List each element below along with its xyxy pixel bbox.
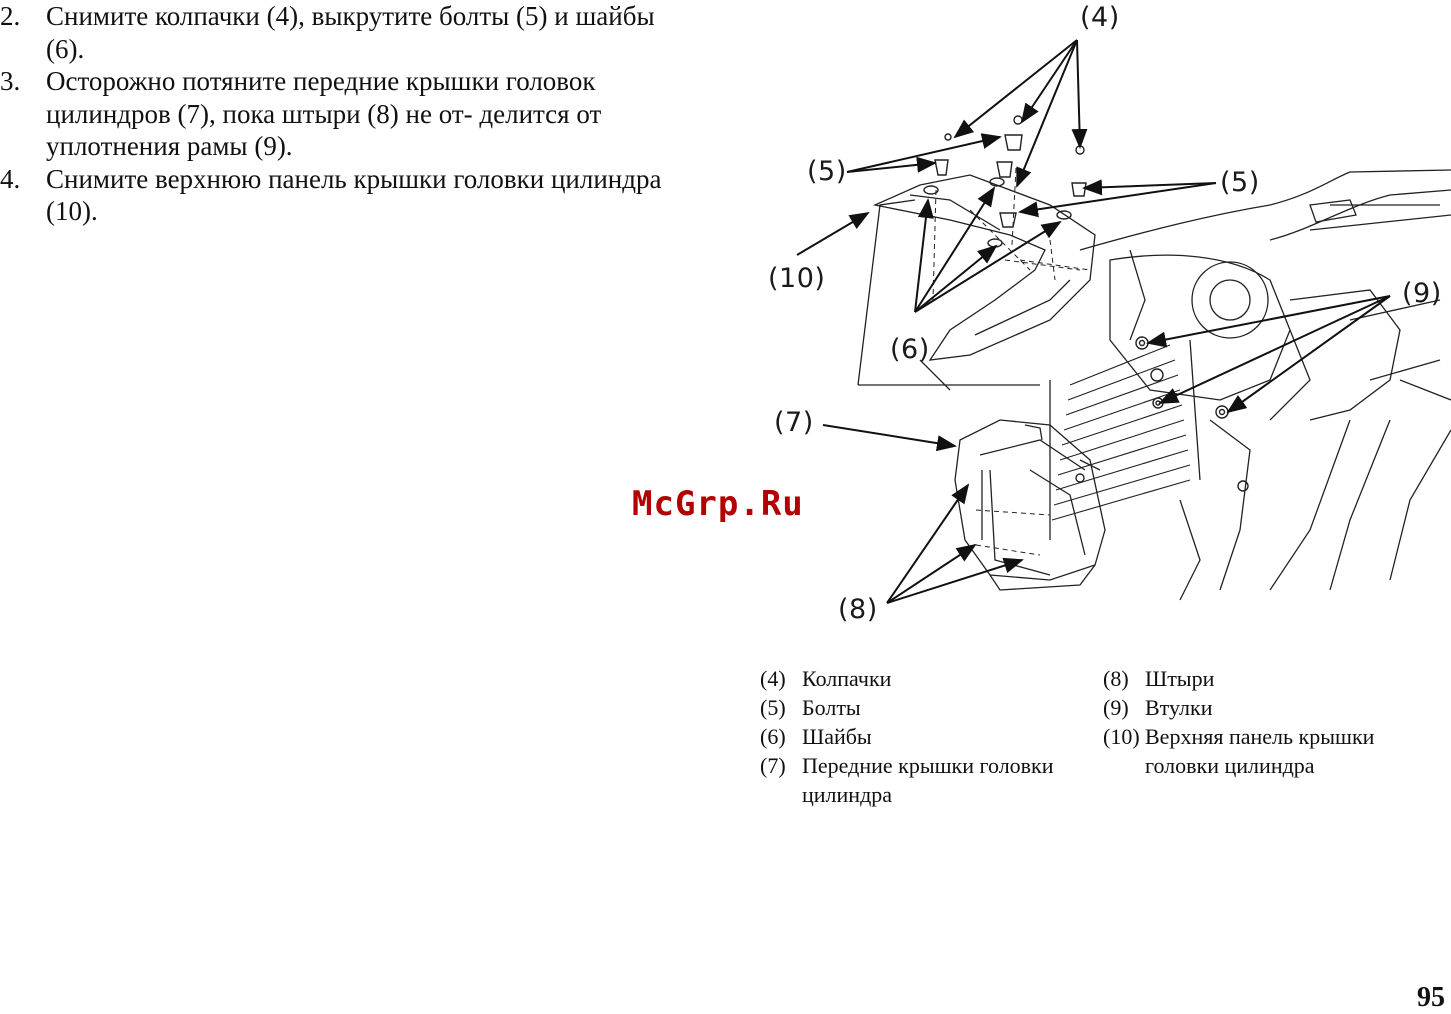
line-drawing xyxy=(796,39,1451,604)
step-number: 4. xyxy=(0,163,21,194)
legend-item: (6) Шайбы xyxy=(760,724,872,749)
legend-item: (10) Верхняя панель крышки головки цилин… xyxy=(1103,724,1375,778)
callout-7-front-covers: (7) xyxy=(774,407,814,438)
legend-left: (4) Колпачки (5) Болты (6) Шайбы (7) Пер… xyxy=(760,664,1100,809)
legend-item: (8) Штыри xyxy=(1103,666,1215,691)
page-number: 95 xyxy=(1417,982,1445,1013)
step-text: Снимите колпачки (4), выкрутите болты (5… xyxy=(46,1,655,64)
callout-5-bolts-right: (5) xyxy=(1220,167,1260,198)
step-text: Осторожно потяните передние крышки голов… xyxy=(46,66,602,161)
callout-10-upper-panel: (10) xyxy=(768,263,826,294)
step-2: 2. Снимите колпачки (4), выкрутите болты… xyxy=(0,0,700,65)
callout-9-bushings: (9) xyxy=(1402,278,1442,309)
step-number: 2. xyxy=(0,1,21,31)
callout-4-caps: (4) xyxy=(1080,2,1120,33)
step-3: 3. Осторожно потяните передние крышки го… xyxy=(0,65,700,163)
callout-6-washers: (6) xyxy=(890,334,930,365)
step-4: 4. Снимите верхнюю панель крышки головки… xyxy=(0,163,700,228)
legend-item: (4) Колпачки xyxy=(760,666,892,691)
instruction-steps: 2. Снимите колпачки (4), выкрутите болты… xyxy=(0,0,700,228)
callout-5-bolts-left: (5) xyxy=(807,156,847,187)
step-number: 3. xyxy=(0,66,21,96)
watermark: McGrp.Ru xyxy=(632,484,804,524)
legend-item: (9) Втулки xyxy=(1103,695,1213,720)
legend-item: (7) Передние крышки головки цилиндра xyxy=(760,753,1054,807)
legend-item: (5) Болты xyxy=(760,695,861,720)
step-text: Снимите верхнюю панель крышки головки ци… xyxy=(46,163,662,227)
legend-right: (8) Штыри (9) Втулки (10) Верхняя панель… xyxy=(1103,664,1443,780)
engine-cover-illustration: (4) (5) (5) (10) (9) (6) (7) (8) xyxy=(750,0,1451,650)
callout-8-pins: (8) xyxy=(838,594,878,625)
